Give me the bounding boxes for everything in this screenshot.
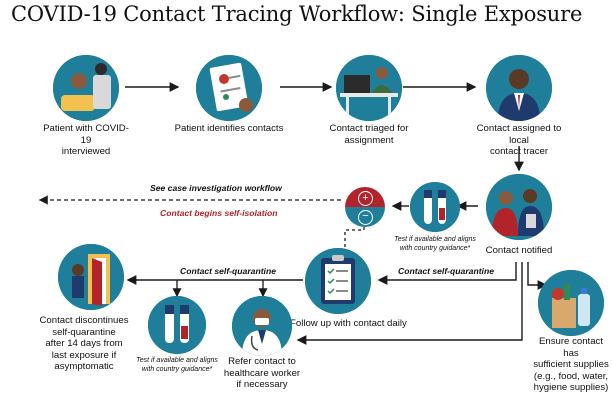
test-result-icon: + − xyxy=(345,187,385,227)
node-label: healthcare worker xyxy=(223,367,301,379)
node-label: asymptomatic xyxy=(54,361,114,372)
test-tubes-icon xyxy=(148,296,206,354)
arrow-notified-to-followup xyxy=(377,262,517,285)
node-label: Contact assigned to local xyxy=(476,123,562,146)
positive-sign: + xyxy=(358,191,373,206)
node-label: assignment xyxy=(344,134,394,146)
test-tubes-icon xyxy=(410,182,460,232)
phone-call-icon xyxy=(486,174,552,240)
open-door-icon xyxy=(58,244,124,310)
node-label: interviewed xyxy=(61,146,111,157)
contact-list-clipboard-icon xyxy=(196,55,262,121)
node-label: (e.g., food, water, xyxy=(533,370,609,382)
node-label: Patient identifies contacts xyxy=(174,123,284,134)
node-label: contact tracer xyxy=(489,146,549,157)
arrow-notified-to-supplies xyxy=(527,262,548,290)
contact-tracer-icon xyxy=(486,55,552,121)
checklist-clipboard-icon xyxy=(305,248,371,314)
grocery-bag-icon xyxy=(538,270,604,336)
node-label: Patient with COVID-19 xyxy=(43,123,129,146)
healthcare-worker-icon xyxy=(232,296,292,356)
node-label: Refer contact to xyxy=(228,356,296,367)
worker-at-laptop-icon xyxy=(336,55,402,121)
node-label: Follow up with contact daily xyxy=(290,318,407,329)
node-label: hygiene supplies) xyxy=(533,382,609,393)
edge-label-self-isolation: Contact begins self-isolation xyxy=(160,208,278,218)
negative-sign: − xyxy=(358,210,373,225)
node-label: if necessary xyxy=(236,379,288,390)
arrow-notified-to-daily-loop xyxy=(296,262,523,345)
node-label: after 14 days from xyxy=(45,338,123,349)
node-label: sufficient supplies xyxy=(533,359,609,370)
node-label: Contact triaged for xyxy=(329,123,409,134)
node-label: Contact notified xyxy=(485,245,553,256)
node-label: Contact discontinues xyxy=(39,315,129,326)
edge-label-self-quarantine-right: Contact self-quarantine xyxy=(398,266,494,276)
edge-label-case-investigation: See case investigation workflow xyxy=(150,183,282,193)
diagram-title: COVID-19 Contact Tracing Workflow: Singl… xyxy=(11,2,583,26)
node-note: with country guidance* xyxy=(141,365,213,373)
node-note: Test if available and aligns xyxy=(394,236,476,243)
node-label: self-quarantine xyxy=(52,326,116,338)
node-label: last exposure if xyxy=(51,349,117,361)
node-note: with country guidance* xyxy=(399,244,471,252)
node-label: Ensure contact has xyxy=(539,336,603,359)
edge-label-self-quarantine-left: Contact self-quarantine xyxy=(180,266,276,276)
node-note: Test if available and aligns xyxy=(136,357,218,364)
patient-on-phone-icon xyxy=(53,55,119,121)
